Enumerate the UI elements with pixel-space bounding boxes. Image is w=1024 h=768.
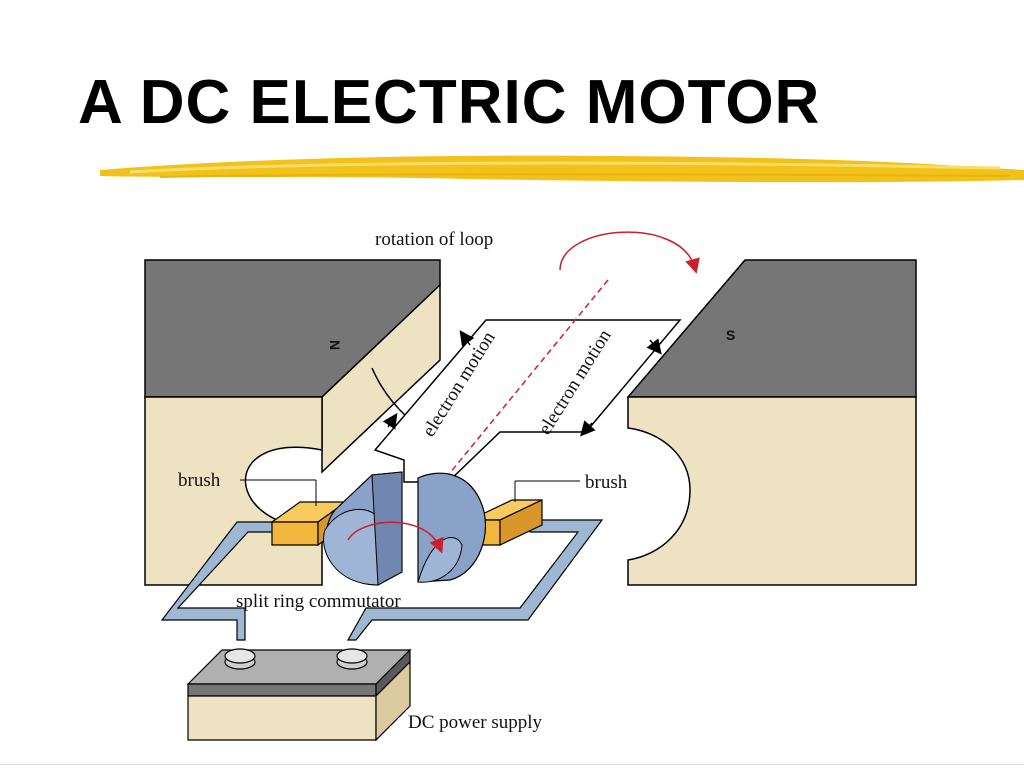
- bottom-rule: [0, 764, 1024, 765]
- electron-arrow-left-icon: [382, 413, 398, 430]
- motor-diagram: N S electron motion electron motion rota…: [144, 229, 917, 742]
- rotation-label: rotation of loop: [375, 229, 493, 250]
- battery-terminal-right-icon: [336, 648, 368, 670]
- title-underline: [100, 155, 1024, 183]
- left-brush-label: brush: [178, 470, 221, 491]
- south-magnet: [626, 259, 917, 586]
- right-brush-label: brush: [585, 472, 628, 493]
- electron-arrow-down-icon: [646, 338, 662, 355]
- electron-arrow-right-icon: [580, 420, 596, 437]
- electron-arrow-up-icon: [459, 330, 475, 347]
- rotation-arrow-icon: [559, 231, 700, 274]
- commutator-rotation-arrow-icon: [347, 521, 444, 554]
- battery-terminal-left-icon: [224, 648, 256, 670]
- south-pole-label: S: [726, 327, 735, 343]
- slide-title: A DC ELECTRIC MOTOR: [78, 68, 821, 137]
- north-pole-label: N: [327, 340, 343, 350]
- rotation-axis: [435, 279, 609, 491]
- commutator-label: split ring commutator: [236, 591, 401, 612]
- power-supply-label: DC power supply: [408, 712, 543, 733]
- split-ring-commutator: [323, 471, 486, 586]
- dc-power-supply: [186, 648, 412, 742]
